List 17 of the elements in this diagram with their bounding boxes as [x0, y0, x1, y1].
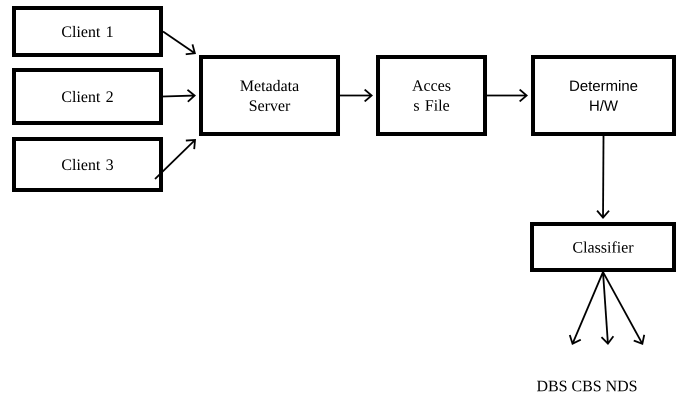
process-box: Client 2 [12, 68, 163, 125]
arrow [602, 272, 646, 345]
arrow [340, 88, 373, 102]
process-box: Client 1 [12, 6, 163, 57]
process-box: Acces s File [376, 55, 487, 136]
arrow [596, 136, 610, 219]
arrow [487, 88, 528, 102]
arrow [162, 30, 196, 56]
arrow [568, 272, 604, 345]
arrow [154, 139, 196, 180]
process-box: Metadata Server [199, 55, 340, 136]
process-box: Client 3 [12, 137, 163, 192]
output-label: DBS CBS NDS [536, 380, 636, 392]
process-box: Determine H/W [531, 55, 676, 136]
arrow [600, 272, 614, 345]
process-box: Classifier [530, 222, 676, 272]
arrow [162, 89, 196, 102]
